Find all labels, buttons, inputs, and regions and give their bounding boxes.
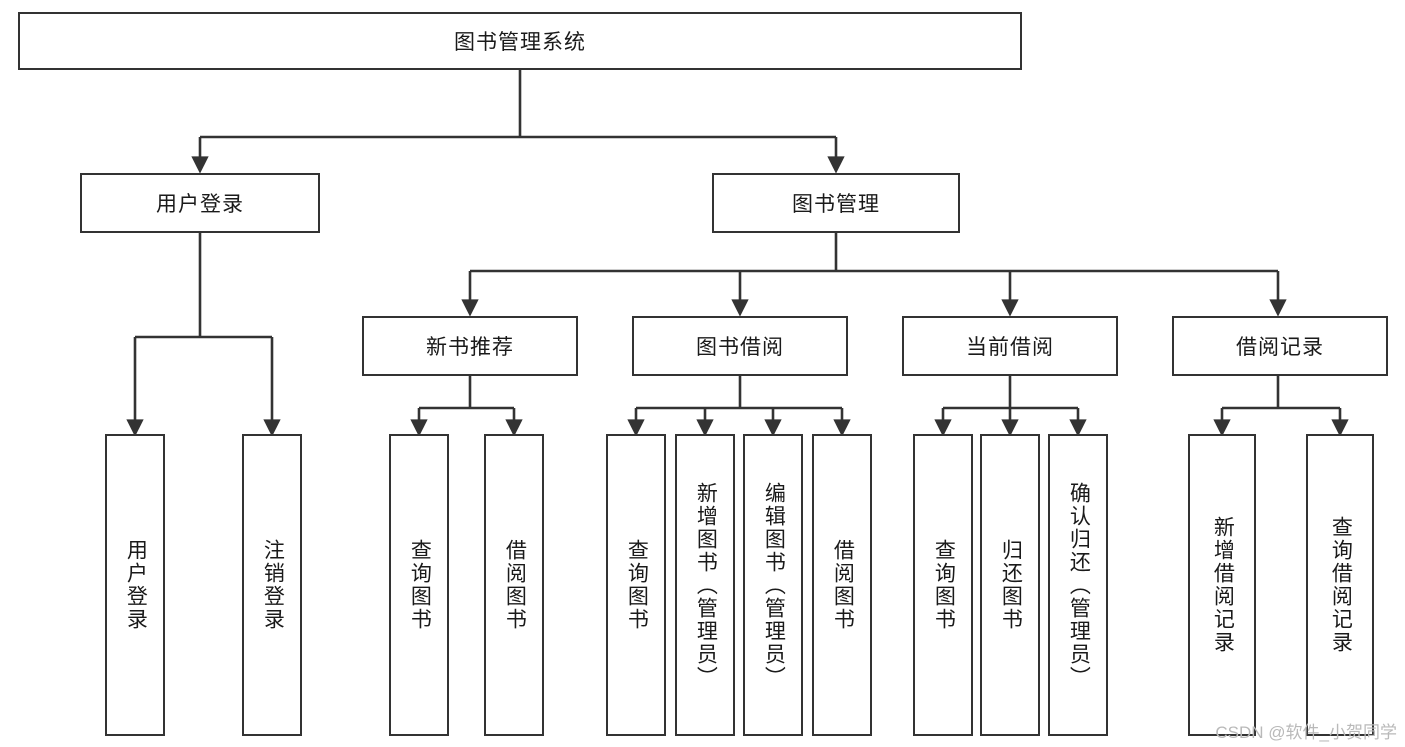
node-root-label: 图书管理系统 — [454, 31, 586, 54]
node-leaf-return-book-label: 归还图书 — [999, 539, 1023, 631]
node-leaf-borrow-book-2-label: 借阅图书 — [831, 539, 855, 631]
node-leaf-add-book[interactable]: 新增图书（管理员） — [675, 434, 735, 736]
node-leaf-confirm-return-label: 确认归还（管理员） — [1067, 481, 1091, 689]
node-borrow-record-label: 借阅记录 — [1236, 336, 1324, 359]
node-leaf-logout-login[interactable]: 注销登录 — [242, 434, 302, 736]
node-leaf-add-record[interactable]: 新增借阅记录 — [1188, 434, 1256, 736]
node-leaf-query-book-2[interactable]: 查询图书 — [606, 434, 666, 736]
node-book-borrow[interactable]: 图书借阅 — [632, 316, 848, 376]
node-leaf-query-book-1[interactable]: 查询图书 — [389, 434, 449, 736]
node-leaf-logout-login-label: 注销登录 — [261, 539, 285, 631]
node-leaf-return-book[interactable]: 归还图书 — [980, 434, 1040, 736]
node-leaf-edit-book-label: 编辑图书（管理员） — [762, 481, 786, 689]
node-new-book-recommend[interactable]: 新书推荐 — [362, 316, 578, 376]
node-root[interactable]: 图书管理系统 — [18, 12, 1022, 70]
node-book-manage[interactable]: 图书管理 — [712, 173, 960, 233]
node-new-book-recommend-label: 新书推荐 — [426, 336, 514, 359]
node-user-login-label: 用户登录 — [156, 193, 244, 216]
node-leaf-borrow-book-1[interactable]: 借阅图书 — [484, 434, 544, 736]
node-leaf-query-record[interactable]: 查询借阅记录 — [1306, 434, 1374, 736]
csdn-watermark: CSDN @软件_小贺同学 — [1215, 723, 1397, 742]
node-leaf-borrow-book-1-label: 借阅图书 — [503, 539, 527, 631]
node-leaf-query-book-2-label: 查询图书 — [625, 539, 649, 631]
node-leaf-edit-book[interactable]: 编辑图书（管理员） — [743, 434, 803, 736]
node-current-borrow-label: 当前借阅 — [966, 336, 1054, 359]
node-leaf-user-login[interactable]: 用户登录 — [105, 434, 165, 736]
node-leaf-borrow-book-2[interactable]: 借阅图书 — [812, 434, 872, 736]
node-leaf-confirm-return[interactable]: 确认归还（管理员） — [1048, 434, 1108, 736]
node-leaf-add-record-label: 新增借阅记录 — [1211, 516, 1235, 654]
node-book-borrow-label: 图书借阅 — [696, 336, 784, 359]
node-book-manage-label: 图书管理 — [792, 193, 880, 216]
node-leaf-query-record-label: 查询借阅记录 — [1329, 516, 1353, 654]
node-borrow-record[interactable]: 借阅记录 — [1172, 316, 1388, 376]
node-leaf-add-book-label: 新增图书（管理员） — [694, 481, 718, 689]
node-leaf-query-book-1-label: 查询图书 — [408, 539, 432, 631]
node-user-login[interactable]: 用户登录 — [80, 173, 320, 233]
node-leaf-query-book-3-label: 查询图书 — [932, 539, 956, 631]
node-leaf-query-book-3[interactable]: 查询图书 — [913, 434, 973, 736]
node-current-borrow[interactable]: 当前借阅 — [902, 316, 1118, 376]
node-leaf-user-login-label: 用户登录 — [124, 539, 148, 631]
